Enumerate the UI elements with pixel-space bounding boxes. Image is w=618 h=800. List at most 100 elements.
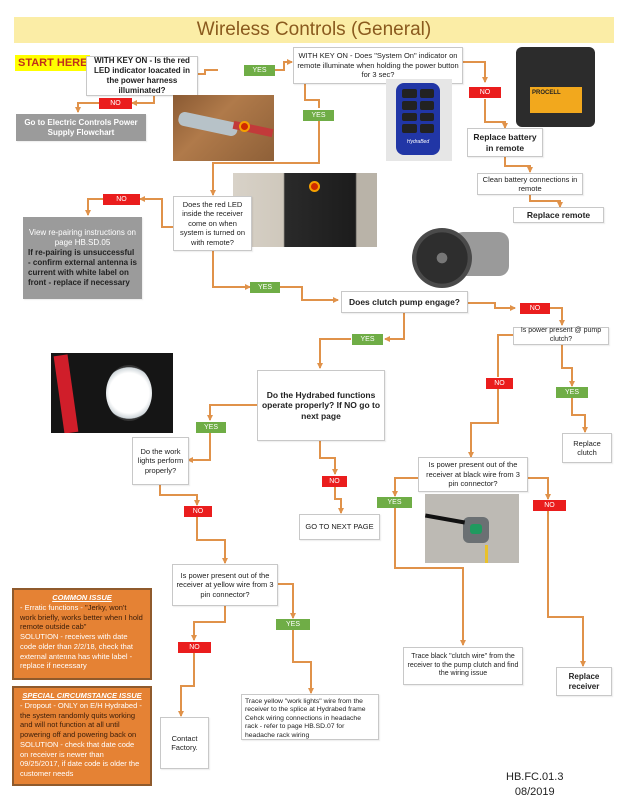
connector: [191, 605, 226, 641]
connector: [196, 516, 228, 564]
connector: [280, 286, 339, 303]
clutch-pump-photo: [408, 224, 513, 290]
no-tag: NO: [469, 87, 501, 98]
remote-photo: HydraBed: [386, 79, 452, 161]
special-issue-description: the system randomly quits working and wi…: [20, 710, 137, 740]
connector: [210, 121, 320, 196]
connector: [197, 69, 218, 75]
yes-tag: YES: [352, 334, 383, 345]
remote-brand-logo: HydraBed: [406, 139, 430, 145]
replace-battery-box: Replace battery in remote: [467, 128, 543, 157]
connector: [384, 313, 405, 342]
connector: [85, 198, 103, 216]
no-tag: NO: [184, 506, 212, 517]
work-lights-photo: [51, 353, 173, 433]
document-code: HB.FC.01.3: [506, 771, 564, 783]
common-issue-header: COMMON ISSUE: [52, 593, 112, 602]
connector: [131, 95, 155, 106]
trace-yellow-wire-box: Trace yellow "work lights" wire from the…: [241, 694, 379, 740]
no-tag: NO: [520, 303, 550, 314]
connector: [547, 510, 586, 667]
go-to-next-page-box: GO TO NEXT PAGE: [299, 514, 380, 540]
yes-tag: YES: [303, 110, 334, 121]
connector: [292, 629, 314, 694]
repair-instructions-line: View re-pairing instructions on page HB.…: [28, 228, 136, 247]
connector: [571, 397, 588, 433]
battery-brand-logo: PROCELL: [532, 90, 561, 96]
connector: [394, 507, 466, 646]
question-power-harness-led: WITH KEY ON - Is the red LED indicator l…: [86, 56, 198, 96]
connector: [527, 477, 551, 500]
connector: [468, 388, 499, 458]
connector-photo: [425, 494, 519, 563]
led-marker-icon: [309, 181, 320, 192]
replace-remote-box: Replace remote: [513, 207, 604, 223]
repair-fallback-line: If re-pairing is unsuccessful - confirm …: [28, 248, 137, 287]
no-tag: NO: [178, 642, 211, 653]
no-tag: NO: [322, 476, 347, 487]
replace-clutch-box: Replace clutch: [562, 433, 612, 463]
connector: [178, 651, 195, 717]
no-tag: NO: [486, 378, 513, 389]
start-here-label: START HERE: [15, 55, 91, 71]
connector: [547, 307, 565, 326]
connector: [139, 196, 173, 228]
common-issue-symptom: - Erratic functions -: [20, 602, 86, 612]
question-system-on-indicator: WITH KEY ON - Does "System On" indicator…: [293, 47, 463, 84]
question-yellow-wire-power: Is power present out of the receiver at …: [172, 564, 278, 606]
special-circumstance-note: SPECIAL CIRCUMSTANCE ISSUE - Dropout - O…: [12, 686, 152, 786]
yes-tag: YES: [556, 387, 588, 398]
power-harness-photo: [173, 95, 274, 161]
yes-tag: YES: [276, 619, 310, 630]
connector: [529, 195, 563, 208]
yes-tag: YES: [244, 65, 275, 76]
connector: [187, 431, 211, 463]
connector: [159, 485, 200, 506]
connector: [392, 477, 418, 497]
common-issue-description: "Jerky, won't work briefly, works better…: [20, 602, 143, 632]
question-power-pump-clutch: Is power present @ pump clutch?: [513, 327, 609, 345]
go-power-supply-flowchart: Go to Electric Controls Power Supply Flo…: [16, 114, 146, 141]
repairing-instructions-box: View re-pairing instructions on page HB.…: [23, 217, 142, 299]
replace-receiver-box: Replace receiver: [556, 667, 612, 696]
common-issue-solution: SOLUTION - receivers with date code olde…: [20, 632, 133, 671]
question-hydrabed-functions: Do the Hydrabed functions operate proper…: [257, 370, 385, 441]
connector: [207, 404, 257, 421]
yes-tag: YES: [377, 497, 412, 508]
special-issue-solution: SOLUTION - check that date code on recei…: [20, 739, 140, 778]
clean-battery-box: Clean battery connections in remote: [477, 173, 583, 195]
connector: [275, 59, 293, 71]
document-footer: HB.FC.01.3 08/2019: [506, 770, 563, 800]
connector: [467, 302, 516, 311]
connector: [317, 338, 351, 369]
yes-tag: YES: [196, 422, 226, 433]
connector: [561, 344, 575, 387]
question-receiver-led: Does the red LED inside the receiver com…: [173, 196, 252, 251]
connector: [212, 251, 251, 290]
special-issue-symptom: - Dropout - ONLY on E/H Hydrabed -: [20, 700, 142, 710]
no-tag: NO: [533, 500, 566, 511]
led-marker-icon: [239, 121, 250, 132]
no-tag: NO: [103, 194, 140, 205]
connector: [278, 583, 296, 619]
connector: [462, 61, 488, 83]
no-tag: NO: [99, 98, 132, 109]
connector: [504, 157, 533, 173]
common-issue-note: COMMON ISSUE - Erratic functions - "Jerk…: [12, 588, 152, 680]
connector: [304, 84, 320, 108]
connector: [319, 440, 338, 475]
page-title: Wireless Controls (General): [14, 17, 614, 43]
contact-factory-box: Contact Factory.: [160, 717, 209, 769]
connector: [484, 99, 508, 129]
battery-photo: PROCELL: [516, 47, 595, 127]
connector: [75, 102, 99, 113]
yes-tag: YES: [250, 282, 280, 293]
question-black-wire-power: Is power present out of the receiver at …: [418, 457, 528, 492]
special-issue-header: SPECIAL CIRCUMSTANCE ISSUE: [22, 691, 142, 700]
question-clutch-engage: Does clutch pump engage?: [341, 291, 468, 313]
document-date: 08/2019: [514, 786, 555, 798]
trace-black-wire-box: Trace black "clutch wire" from the recei…: [403, 647, 523, 685]
receiver-photo: [233, 173, 377, 247]
question-work-lights: Do the work lights perform properly?: [132, 437, 189, 485]
